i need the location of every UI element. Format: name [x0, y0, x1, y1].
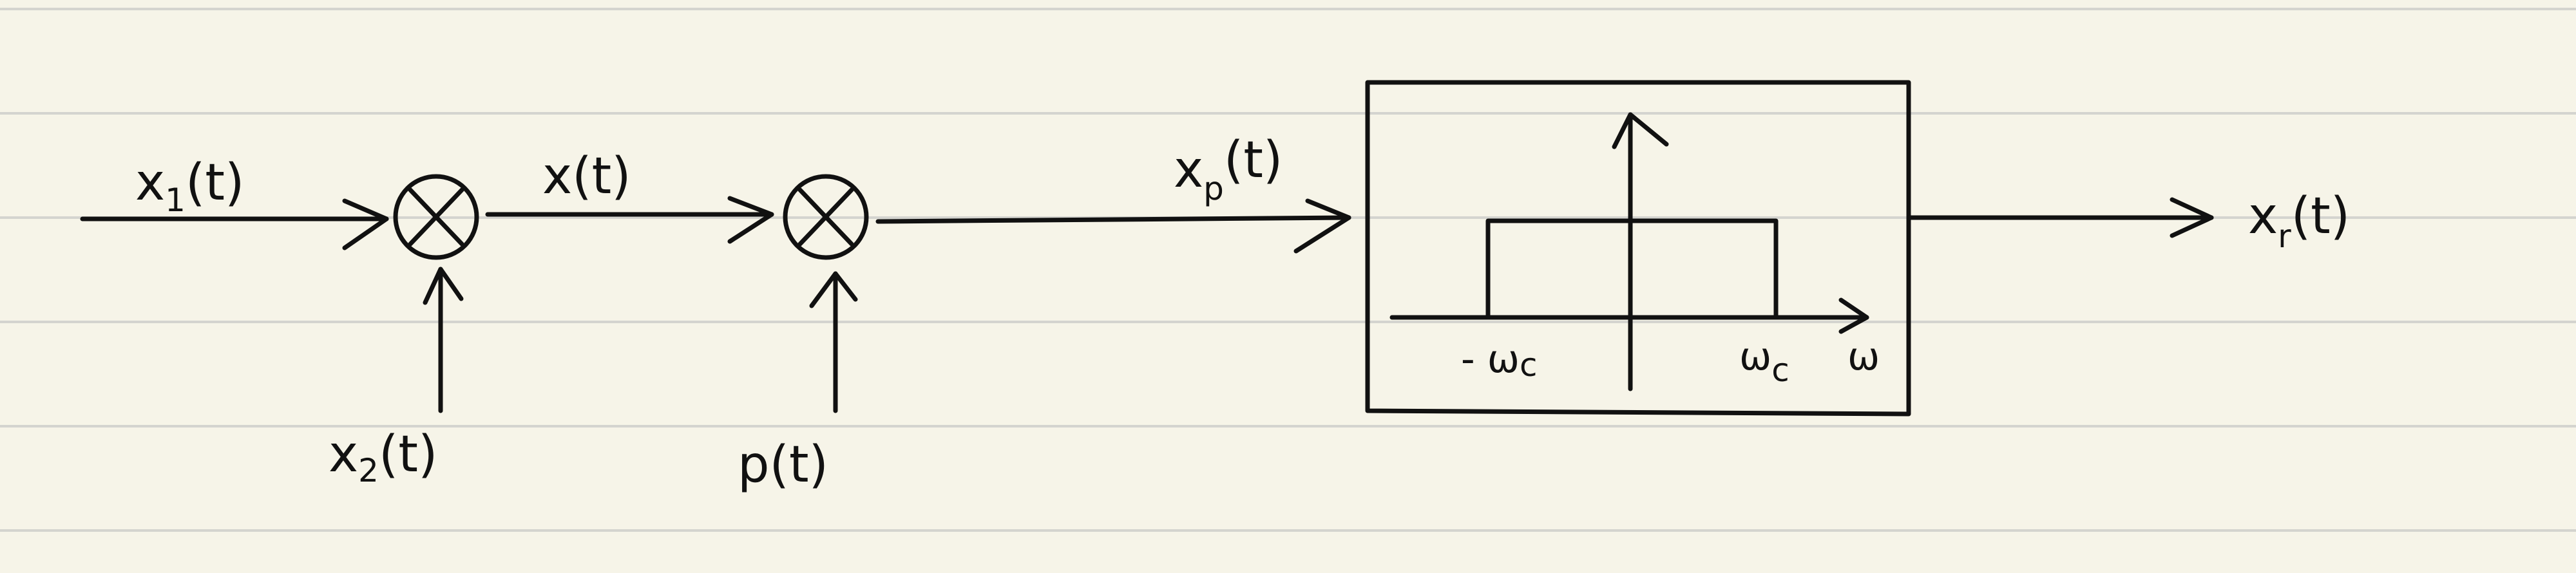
x-signal-arrow: [485, 196, 774, 244]
x2-input-arrow: [423, 267, 464, 413]
passband-rectangle: [1485, 218, 1779, 320]
p-input-arrow: [809, 271, 858, 413]
xp-label: xp(t): [1174, 131, 1283, 207]
multiplier-1: [393, 174, 479, 260]
pos-cutoff-label: ωc: [1739, 334, 1789, 389]
x-label: x(t): [542, 147, 631, 205]
xr-label: xr(t): [2248, 187, 2350, 255]
multiplier-2: [783, 174, 869, 260]
xp-signal-arrow: [875, 198, 1351, 254]
amplitude-axis: [1612, 112, 1669, 391]
frequency-axis-label: ω: [1847, 334, 1880, 379]
x1-input-arrow: [80, 198, 389, 250]
filter-box: [1365, 80, 1911, 417]
x2-label: x2(t): [329, 426, 437, 489]
lowpass-filter-block: [1365, 80, 1911, 417]
x1-label: x1(t): [135, 154, 244, 219]
neg-cutoff-label: - ωc: [1461, 337, 1537, 384]
p-label: p(t): [738, 436, 828, 494]
xr-output-arrow: [1906, 197, 2214, 238]
